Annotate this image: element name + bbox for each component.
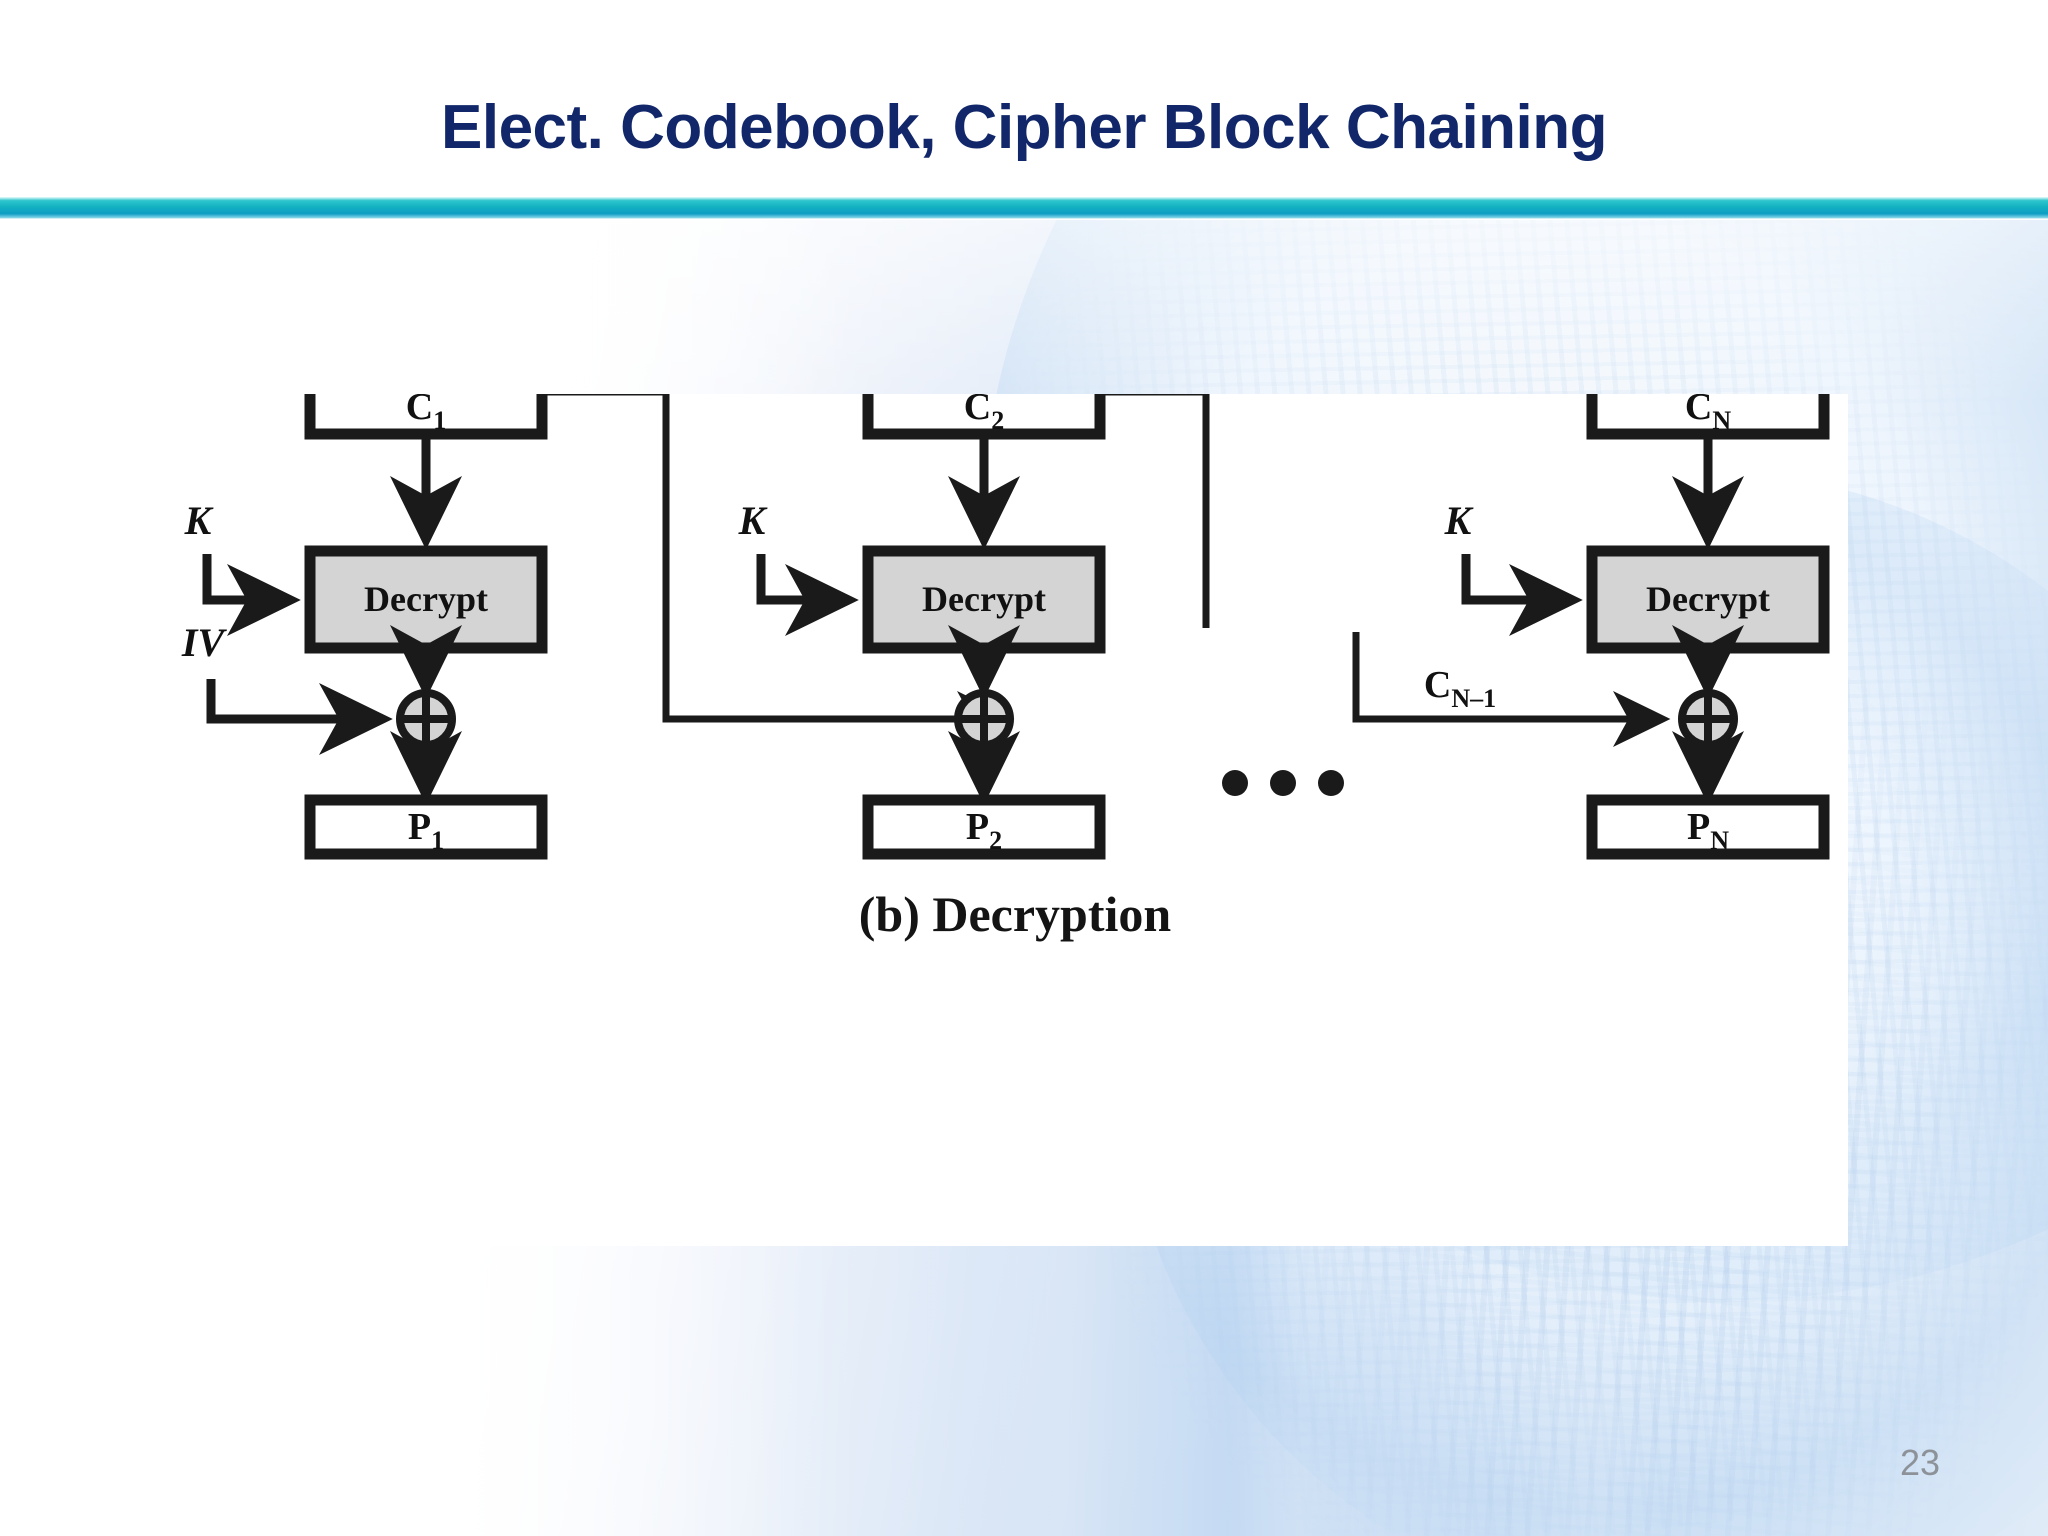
feedback-c2-stub — [1100, 394, 1210, 628]
stage-n-group: CN K Decrypt CN–1 PN — [1352, 394, 1830, 860]
stage-1-group: C1 K Decrypt IV — [181, 394, 1015, 860]
ellipsis-dot-2 — [1270, 770, 1296, 796]
decrypt-block-1: Decrypt — [304, 545, 548, 654]
feedback-cn-1-to-xorn — [1352, 632, 1671, 747]
xor-node-1 — [396, 689, 456, 749]
page-number: 23 — [1900, 1442, 1941, 1483]
decrypt-block-n-label: Decrypt — [1646, 579, 1770, 619]
stage-n-key-label: K — [1444, 498, 1474, 543]
plaintext-box-n-label: PN — [1687, 806, 1729, 855]
title-accent-rule — [0, 197, 2048, 219]
ciphertext-box-1-label: C1 — [406, 394, 446, 435]
ciphertext-box-n-label: CN — [1685, 394, 1731, 435]
arrow-k2-to-decrypt — [756, 554, 859, 636]
xor-node-n — [1678, 689, 1738, 749]
decrypt-block-n: Decrypt — [1586, 545, 1830, 654]
xor-node-2 — [954, 689, 1014, 749]
decrypt-block-1-label: Decrypt — [364, 579, 488, 619]
feedback-c1-to-xor2 — [542, 394, 1015, 747]
ciphertext-box-2-label: C2 — [964, 394, 1004, 435]
ellipsis-dot-3 — [1318, 770, 1344, 796]
plaintext-box-1-label: P1 — [408, 806, 444, 855]
page-title: Elect. Codebook, Cipher Block Chaining — [440, 93, 1608, 162]
arrow-iv-to-xor — [206, 679, 393, 755]
cbc-decryption-diagram: C1 K Decrypt IV — [181, 394, 1830, 942]
plaintext-box-n: PN — [1586, 794, 1830, 860]
iv-label: IV — [181, 620, 228, 665]
stage-2-group: C2 K Decrypt P2 — [738, 394, 1210, 860]
decrypt-block-2: Decrypt — [862, 545, 1106, 654]
ellipsis-dot-1 — [1222, 770, 1248, 796]
arrow-k1-to-decrypt — [202, 554, 301, 636]
ciphertext-box-2: C2 — [862, 394, 1106, 440]
ciphertext-box-n: CN — [1586, 394, 1830, 440]
plaintext-box-2-label: P2 — [966, 806, 1002, 855]
decrypt-block-2-label: Decrypt — [922, 579, 1046, 619]
stage-ellipsis — [1222, 770, 1344, 796]
ciphertext-box-1: C1 — [304, 394, 548, 440]
stage-1-key-label: K — [184, 498, 214, 543]
stage-2-key-label: K — [738, 498, 768, 543]
feedback-cn-1-label: CN–1 — [1424, 664, 1496, 713]
arrow-kn-to-decrypt — [1461, 554, 1583, 636]
plaintext-box-1: P1 — [304, 794, 548, 860]
figure-caption: (b) Decryption — [859, 886, 1172, 942]
plaintext-box-2: P2 — [862, 794, 1106, 860]
